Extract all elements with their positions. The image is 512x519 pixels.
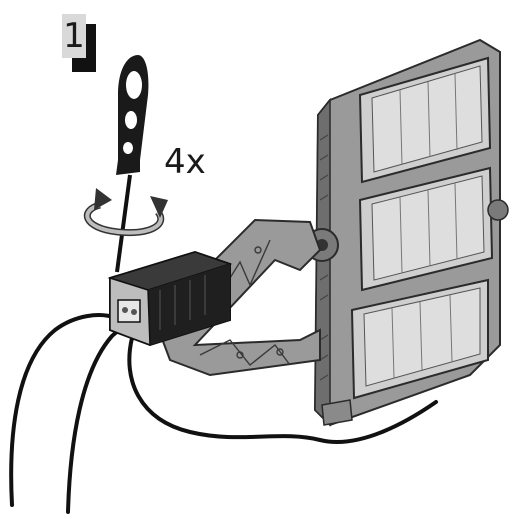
step-number: 1 bbox=[63, 16, 85, 56]
rotate-arrow-icon bbox=[83, 188, 168, 237]
screwdriver-icon bbox=[115, 55, 149, 273]
driver-box bbox=[107, 250, 233, 347]
floodlight-body bbox=[305, 38, 509, 427]
led-panel-top bbox=[358, 56, 492, 184]
repeat-count-label: 4x bbox=[164, 142, 206, 182]
step-number-badge: 1 bbox=[62, 14, 96, 72]
led-panel-middle bbox=[358, 166, 494, 292]
terminal-block bbox=[117, 299, 141, 323]
led-panel-bottom bbox=[350, 278, 489, 400]
